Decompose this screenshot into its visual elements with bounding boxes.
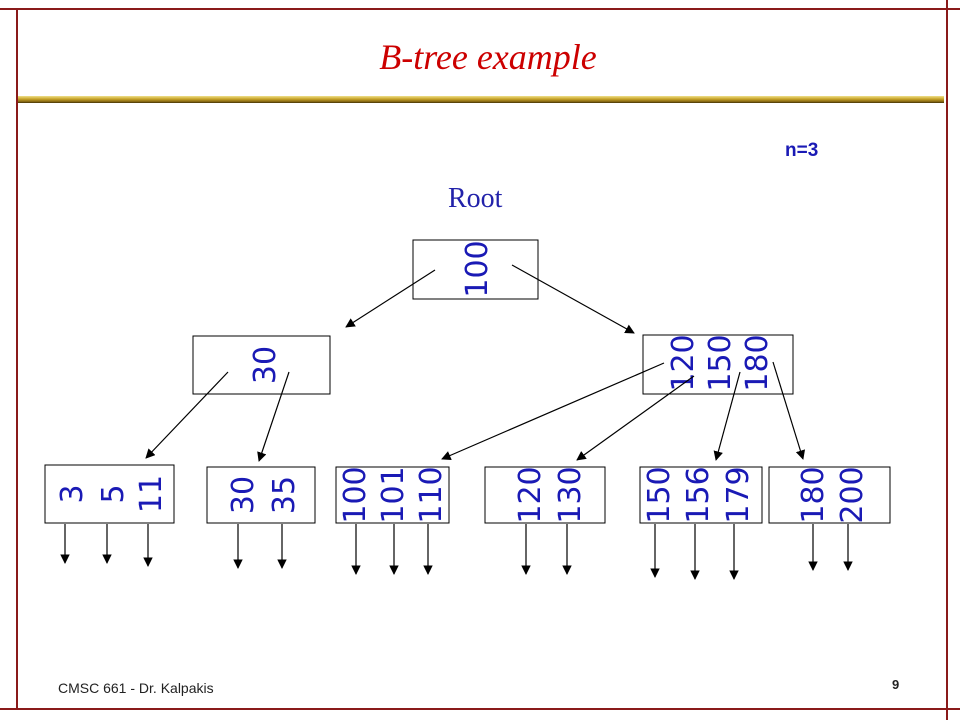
leaf-key: 110 bbox=[414, 466, 449, 523]
leaf-key: 120 bbox=[513, 466, 548, 523]
leaf-key: 150 bbox=[642, 466, 677, 523]
leaf-key: 130 bbox=[553, 466, 588, 523]
page-number: 9 bbox=[892, 677, 900, 692]
slide-title: B-tree example bbox=[379, 37, 597, 77]
leaf-key: 35 bbox=[267, 476, 302, 514]
order-label: n=3 bbox=[785, 140, 819, 161]
leaf-node-box bbox=[44, 464, 175, 524]
leaf-key: 101 bbox=[376, 466, 411, 523]
tree-edge-arrow bbox=[576, 375, 695, 461]
leaf-key: 3 bbox=[55, 484, 90, 503]
leaf-node-box bbox=[206, 466, 316, 524]
leaf-key: 30 bbox=[226, 476, 261, 514]
leaf-node: 150 156 179 bbox=[639, 466, 763, 524]
root-node-box bbox=[412, 239, 539, 300]
frame-bottom-line bbox=[0, 708, 960, 710]
leaf-node-box bbox=[335, 466, 450, 524]
internal-right-key: 180 bbox=[740, 334, 775, 391]
leaf-node-box bbox=[484, 466, 606, 524]
internal-node-right: 120 150 180 bbox=[642, 334, 794, 395]
leaf-node: 30 35 bbox=[206, 466, 316, 524]
tree-edge-arrow bbox=[345, 269, 436, 328]
leaf-node-box bbox=[768, 466, 891, 524]
leaf-key: 180 bbox=[796, 466, 831, 523]
leaf-key: 156 bbox=[681, 466, 716, 523]
leaf-key: 100 bbox=[338, 466, 373, 523]
leaf-node: 100 101 110 bbox=[335, 466, 450, 524]
tree-edge-arrow bbox=[145, 371, 229, 459]
leaf-key: 179 bbox=[721, 466, 756, 523]
frame-right-line bbox=[946, 0, 948, 720]
title-rule bbox=[18, 96, 944, 103]
tree-edge-arrow bbox=[257, 371, 290, 462]
leaf-node: 180 200 bbox=[768, 466, 891, 524]
leaf-key: 5 bbox=[96, 484, 131, 503]
root-key: 100 bbox=[460, 240, 495, 297]
leaf-node: 3 5 11 bbox=[44, 464, 175, 524]
internal-node-right-box bbox=[642, 334, 794, 395]
internal-node-left: 30 bbox=[192, 335, 331, 395]
footer-text: CMSC 661 - Dr. Kalpakis bbox=[58, 680, 214, 696]
leaf-key: 200 bbox=[835, 466, 870, 523]
frame-left-line bbox=[16, 8, 18, 710]
leaf-node-box bbox=[639, 466, 763, 524]
leaf-key: 11 bbox=[134, 475, 169, 513]
tree-edge-arrow bbox=[772, 361, 806, 460]
tree-edge-arrow bbox=[511, 264, 635, 334]
internal-right-key: 120 bbox=[666, 334, 701, 391]
tree-edge-arrow bbox=[441, 362, 665, 460]
leaf-node: 120 130 bbox=[484, 466, 606, 524]
tree-edge-arrow bbox=[713, 371, 741, 461]
frame-top-line bbox=[0, 8, 960, 10]
internal-right-key: 150 bbox=[703, 334, 738, 391]
root-label: Root bbox=[448, 183, 503, 214]
internal-left-key: 30 bbox=[248, 346, 283, 384]
root-node: 100 bbox=[412, 239, 539, 300]
